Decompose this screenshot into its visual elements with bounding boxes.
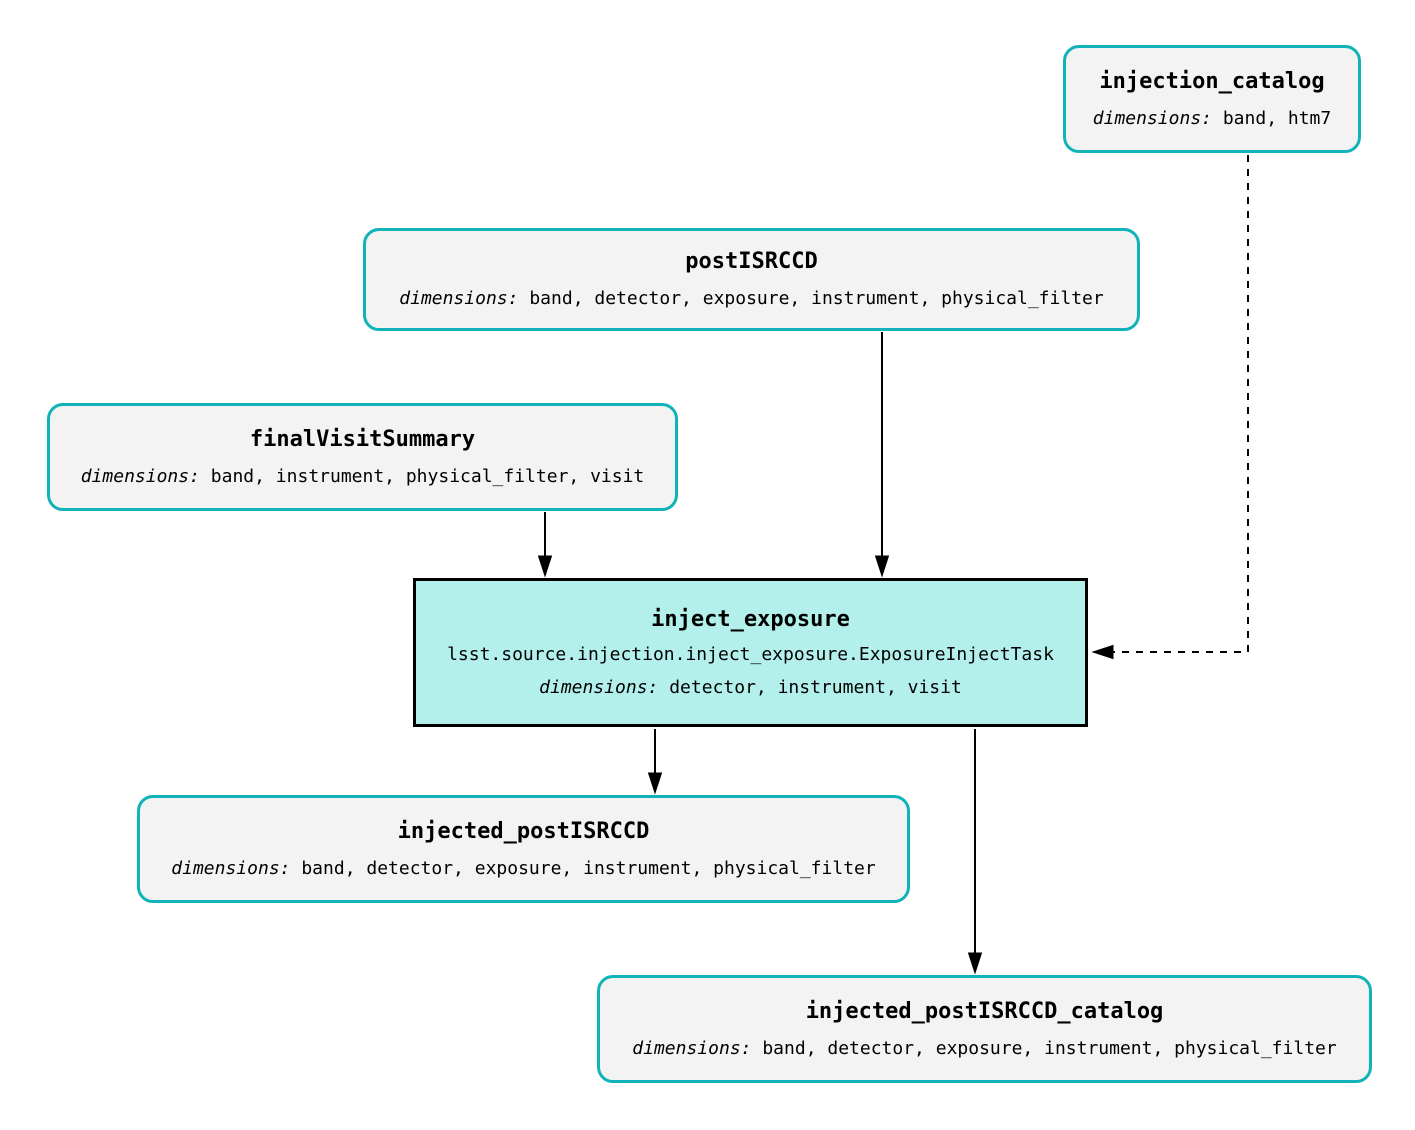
dimensions-value: band, htm7 bbox=[1222, 107, 1332, 129]
dimensions-value: band, detector, exposure, instrument, ph… bbox=[762, 1037, 1337, 1059]
task-class-path: lsst.source.injection.inject_exposure.Ex… bbox=[447, 643, 1054, 665]
edge-postISRCCD-to-inject_exposure bbox=[874, 332, 890, 578]
edge-finalVisitSummary-to-inject_exposure bbox=[537, 512, 553, 578]
node-inject-exposure-task: inject_exposure lsst.source.injection.in… bbox=[413, 578, 1088, 727]
node-injected-postisrccd-catalog: injected_postISRCCD_catalog dimensions: … bbox=[597, 975, 1372, 1083]
node-title: postISRCCD bbox=[685, 249, 818, 274]
dimensions-value: band, instrument, physical_filter, visit bbox=[210, 465, 645, 487]
arrowhead-left bbox=[1091, 644, 1114, 660]
node-dimensions: dimensions: band, detector, exposure, in… bbox=[632, 1037, 1337, 1059]
arrowhead-down bbox=[874, 555, 890, 578]
node-title: injected_postISRCCD_catalog bbox=[805, 998, 1164, 1024]
dimensions-label: dimensions: bbox=[399, 288, 519, 309]
edge-inject_exposure-to-injected_postISRCCD_catalog bbox=[967, 729, 983, 975]
dimensions-label: dimensions: bbox=[80, 465, 200, 487]
dimensions-value: band, detector, exposure, instrument, ph… bbox=[301, 857, 876, 879]
node-dimensions: dimensions: band, detector, exposure, in… bbox=[399, 290, 1103, 308]
dimensions-label: dimensions: bbox=[539, 676, 659, 698]
dimensions-label: dimensions: bbox=[1092, 107, 1212, 129]
arrowhead-down bbox=[967, 952, 983, 975]
dimensions-label: dimensions: bbox=[632, 1037, 752, 1059]
dimensions-label: dimensions: bbox=[171, 857, 291, 879]
arrowhead-down bbox=[647, 772, 663, 795]
node-title: injection_catalog bbox=[1099, 68, 1325, 94]
edge-inject_exposure-to-injected_postISRCCD bbox=[647, 729, 663, 795]
node-title: inject_exposure bbox=[651, 606, 850, 632]
node-dimensions: dimensions: band, detector, exposure, in… bbox=[171, 857, 876, 879]
node-title: finalVisitSummary bbox=[249, 426, 476, 452]
node-dimensions: dimensions: band, instrument, physical_f… bbox=[80, 465, 645, 487]
node-finalvisitsummary: finalVisitSummary dimensions: band, inst… bbox=[47, 403, 678, 511]
node-injection-catalog: injection_catalog dimensions: band, htm7 bbox=[1063, 45, 1361, 153]
node-dimensions: dimensions: band, htm7 bbox=[1092, 107, 1332, 129]
node-postisrccd: postISRCCD dimensions: band, detector, e… bbox=[363, 228, 1140, 331]
dimensions-value: band, detector, exposure, instrument, ph… bbox=[529, 288, 1104, 309]
node-dimensions: dimensions: detector, instrument, visit bbox=[539, 676, 962, 698]
node-title: injected_postISRCCD bbox=[397, 818, 650, 844]
node-injected-postisrccd: injected_postISRCCD dimensions: band, de… bbox=[137, 795, 910, 903]
dimensions-value: detector, instrument, visit bbox=[669, 676, 962, 698]
arrowhead-down bbox=[537, 555, 553, 578]
